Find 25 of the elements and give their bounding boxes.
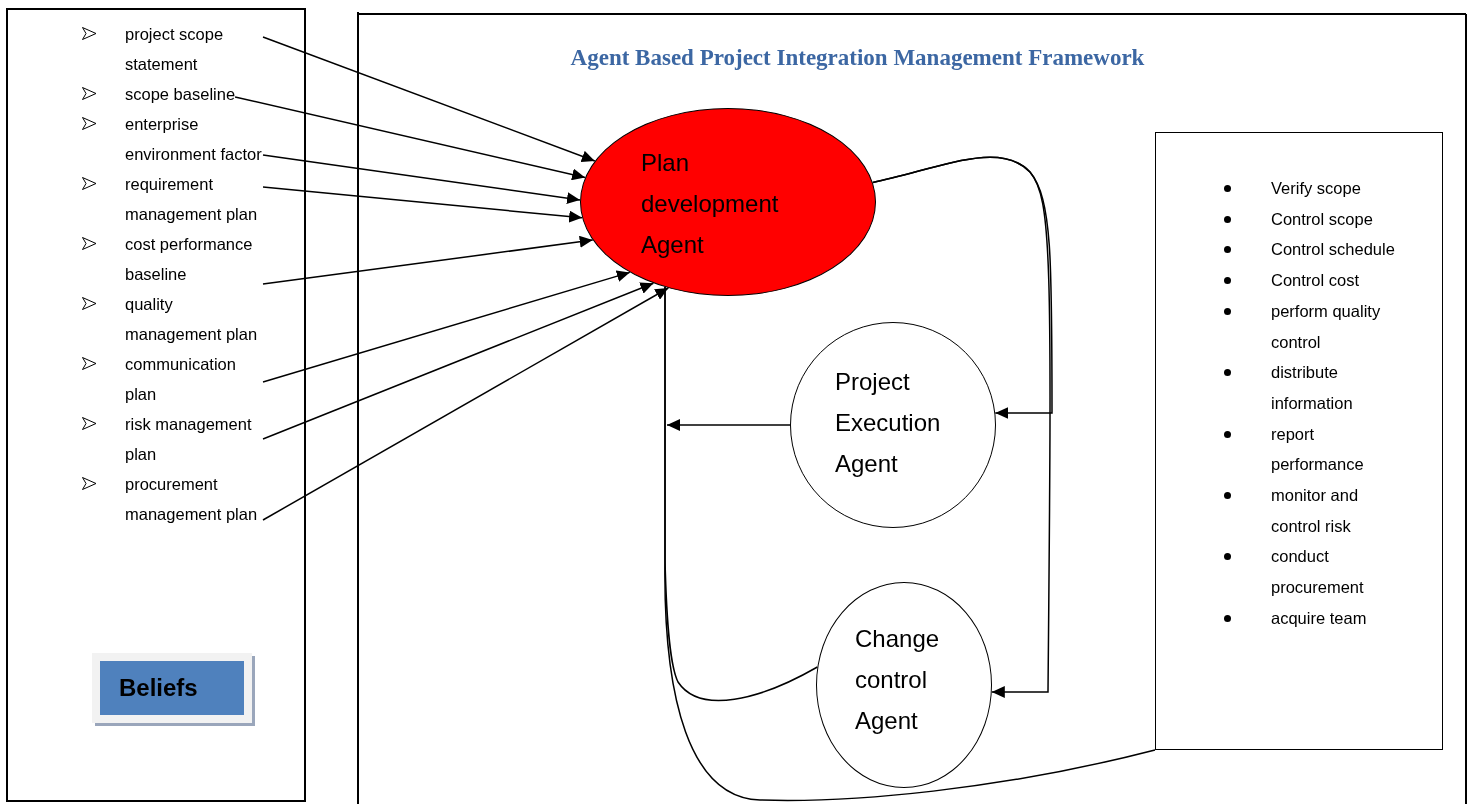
list-item-text: Control scope bbox=[1271, 208, 1373, 230]
arrow bbox=[262, 186, 583, 223]
agent-label: Change control Agent bbox=[855, 624, 941, 736]
list-item-text: acquire team bbox=[1271, 607, 1367, 629]
list-item-text: Control schedule bbox=[1271, 239, 1395, 261]
beliefs-label-box: Beliefs bbox=[92, 653, 252, 723]
arrow bbox=[262, 154, 581, 205]
arrow bbox=[666, 419, 791, 431]
arrow bbox=[262, 235, 594, 285]
agent-label: Plan development Agent bbox=[641, 148, 780, 260]
arrow bbox=[262, 282, 655, 440]
agent-label: Project Execution Agent bbox=[835, 367, 942, 479]
connector-line bbox=[664, 286, 1156, 802]
list-item-text: Control cost bbox=[1271, 270, 1360, 292]
arrow bbox=[234, 96, 586, 181]
list-item-text: procurement management plan bbox=[125, 469, 263, 529]
diagram-title: Agent Based Project Integration Management Framework bbox=[569, 45, 1146, 71]
list-box bbox=[1155, 132, 1443, 750]
arrow bbox=[872, 156, 1051, 698]
arrow bbox=[262, 287, 670, 521]
list-item-text: scope baseline bbox=[125, 79, 236, 109]
list-item-text: Verify scope bbox=[1271, 178, 1361, 199]
arrow bbox=[262, 36, 596, 163]
list-panel bbox=[6, 8, 306, 802]
arrow bbox=[262, 270, 631, 383]
